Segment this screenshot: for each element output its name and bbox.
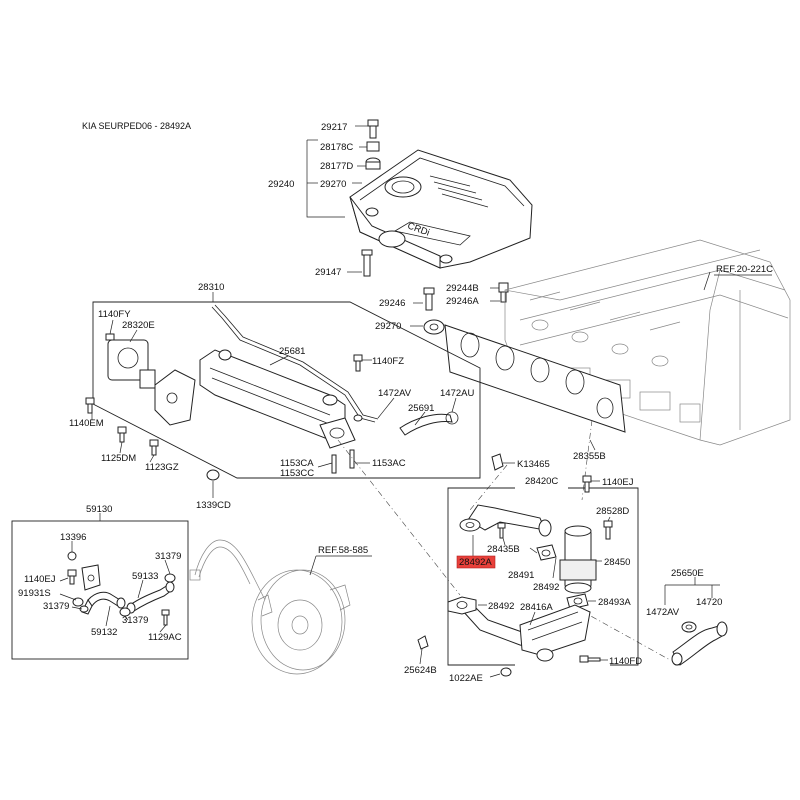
label-1153CC: 1153CC: [280, 468, 314, 479]
label-91931S: 91931S: [18, 588, 51, 599]
clamp-1472AV[interactable]: [681, 621, 697, 633]
label-29147: 29147: [315, 267, 341, 278]
diagram-title: KIA SEURPED06 - 28492A: [82, 121, 191, 131]
ref-leader: [703, 271, 711, 291]
label-31379-a: 31379: [155, 551, 181, 562]
label-28178C: 28178C: [320, 142, 353, 153]
egr-cooler-25681[interactable]: [199, 349, 356, 449]
label-1123GZ: 1123GZ: [145, 462, 179, 473]
label-1472AV-b: 1472AV: [646, 607, 680, 618]
brake-booster: [189, 539, 351, 675]
label-28492A[interactable]: 28492A: [459, 557, 492, 568]
manifold-gasket-28355B[interactable]: [444, 324, 626, 433]
egr-pipe-28416A[interactable]: [461, 603, 591, 662]
label-25650E: 25650E: [671, 568, 704, 579]
cooler-leaders: [91, 319, 457, 498]
label-1140EJ-b: 1140EJ: [24, 574, 56, 585]
clip-K13465[interactable]: [491, 453, 504, 471]
label-25624B: 25624B: [404, 665, 437, 676]
label-28492-left: 28492: [488, 601, 514, 612]
label-1140EM: 1140EM: [69, 418, 104, 429]
label-59130: 59130: [86, 504, 112, 515]
label-28492-right: 28492: [533, 582, 559, 593]
label-1339CD: 1339CD: [196, 500, 231, 511]
label-1472AU: 1472AU: [440, 388, 474, 399]
label-1140FZ: 1140FZ: [372, 356, 404, 367]
bushing-28178C[interactable]: [366, 141, 380, 152]
label-1140FD: 1140FD: [609, 656, 642, 667]
hose-14720[interactable]: [671, 621, 728, 666]
stud-29147[interactable]: [361, 249, 373, 277]
label-28435B: 28435B: [487, 544, 520, 555]
label-14720: 14720: [696, 597, 722, 608]
label-31379-b: 31379: [43, 601, 69, 612]
label-28416A: 28416A: [520, 602, 553, 613]
label-29240: 29240: [268, 179, 294, 190]
bushing-29244B[interactable]: [498, 282, 509, 303]
label-1022AE: 1022AE: [449, 673, 483, 684]
label-1472AV: 1472AV: [378, 388, 412, 399]
egr-leaders: [419, 480, 611, 678]
vacuum-bracket[interactable]: [81, 564, 101, 591]
washer-29270[interactable]: [423, 319, 445, 335]
label-28493A: 28493A: [598, 597, 631, 608]
ref-20-221C[interactable]: REF.20-221C: [716, 264, 773, 275]
label-28491: 28491: [508, 570, 534, 581]
label-25691: 25691: [408, 403, 434, 414]
engine-cover[interactable]: CRDi: [349, 149, 533, 269]
vacuum-clamps[interactable]: [67, 551, 176, 626]
label-1140FY: 1140FY: [98, 309, 131, 320]
label-13396: 13396: [60, 532, 86, 543]
vacuum-leaders: [59, 541, 171, 633]
label-1125DM: 1125DM: [101, 453, 136, 464]
label-28528D: 28528D: [596, 506, 629, 517]
egr-actuator-28320E[interactable]: [107, 339, 156, 389]
cover-bolt-29217[interactable]: [367, 119, 379, 139]
cover-leaders: [306, 125, 500, 327]
label-28310: 28310: [198, 282, 224, 293]
label-29270-a: 29270: [320, 179, 346, 190]
ref58-leader: [309, 555, 317, 576]
label-29246A: 29246A: [446, 296, 479, 307]
vacuum-hose-59132[interactable]: [81, 591, 126, 615]
leader-28355B: [589, 439, 596, 451]
label-1153AC: 1153AC: [372, 458, 406, 469]
label-59132: 59132: [91, 627, 117, 638]
label-29246: 29246: [379, 298, 405, 309]
egr-valve-28450[interactable]: [559, 525, 597, 594]
connection-lines: [337, 419, 671, 661]
label-28355B: 28355B: [573, 451, 606, 462]
label-1129AC: 1129AC: [148, 632, 182, 643]
vacuum-hose-59133[interactable]: [126, 581, 175, 614]
egr-pipe-28420C[interactable]: [459, 504, 552, 537]
egr-pipe-box: [447, 487, 639, 666]
label-29270-b: 29270: [375, 321, 401, 332]
label-29217: 29217: [321, 122, 347, 133]
label-29244B: 29244B: [446, 283, 479, 294]
egr-bottom-parts[interactable]: [417, 635, 601, 677]
label-1140EJ: 1140EJ: [602, 477, 634, 488]
gasket-28492[interactable]: [447, 596, 477, 615]
label-28320E: 28320E: [122, 320, 155, 331]
label-28420C: 28420C: [525, 476, 558, 487]
highlight-28492A[interactable]: [456, 555, 496, 569]
label-K13465: K13465: [517, 459, 550, 470]
label-59133: 59133: [132, 571, 158, 582]
grommet-28177D[interactable]: [365, 157, 381, 170]
stud-29246[interactable]: [423, 287, 435, 311]
ref-58-585[interactable]: REF.58-585: [318, 545, 368, 556]
hose-25691[interactable]: [399, 411, 459, 436]
label-31379-c: 31379: [122, 615, 148, 626]
label-25681: 25681: [279, 346, 305, 357]
bolts-cooler[interactable]: [85, 333, 363, 481]
cooler-bracket[interactable]: [154, 369, 196, 426]
label-1153CA: 1153CA: [280, 458, 314, 469]
label-28450: 28450: [604, 557, 630, 568]
egr-small-parts[interactable]: [497, 475, 613, 610]
label-28177D: 28177D: [320, 161, 353, 172]
